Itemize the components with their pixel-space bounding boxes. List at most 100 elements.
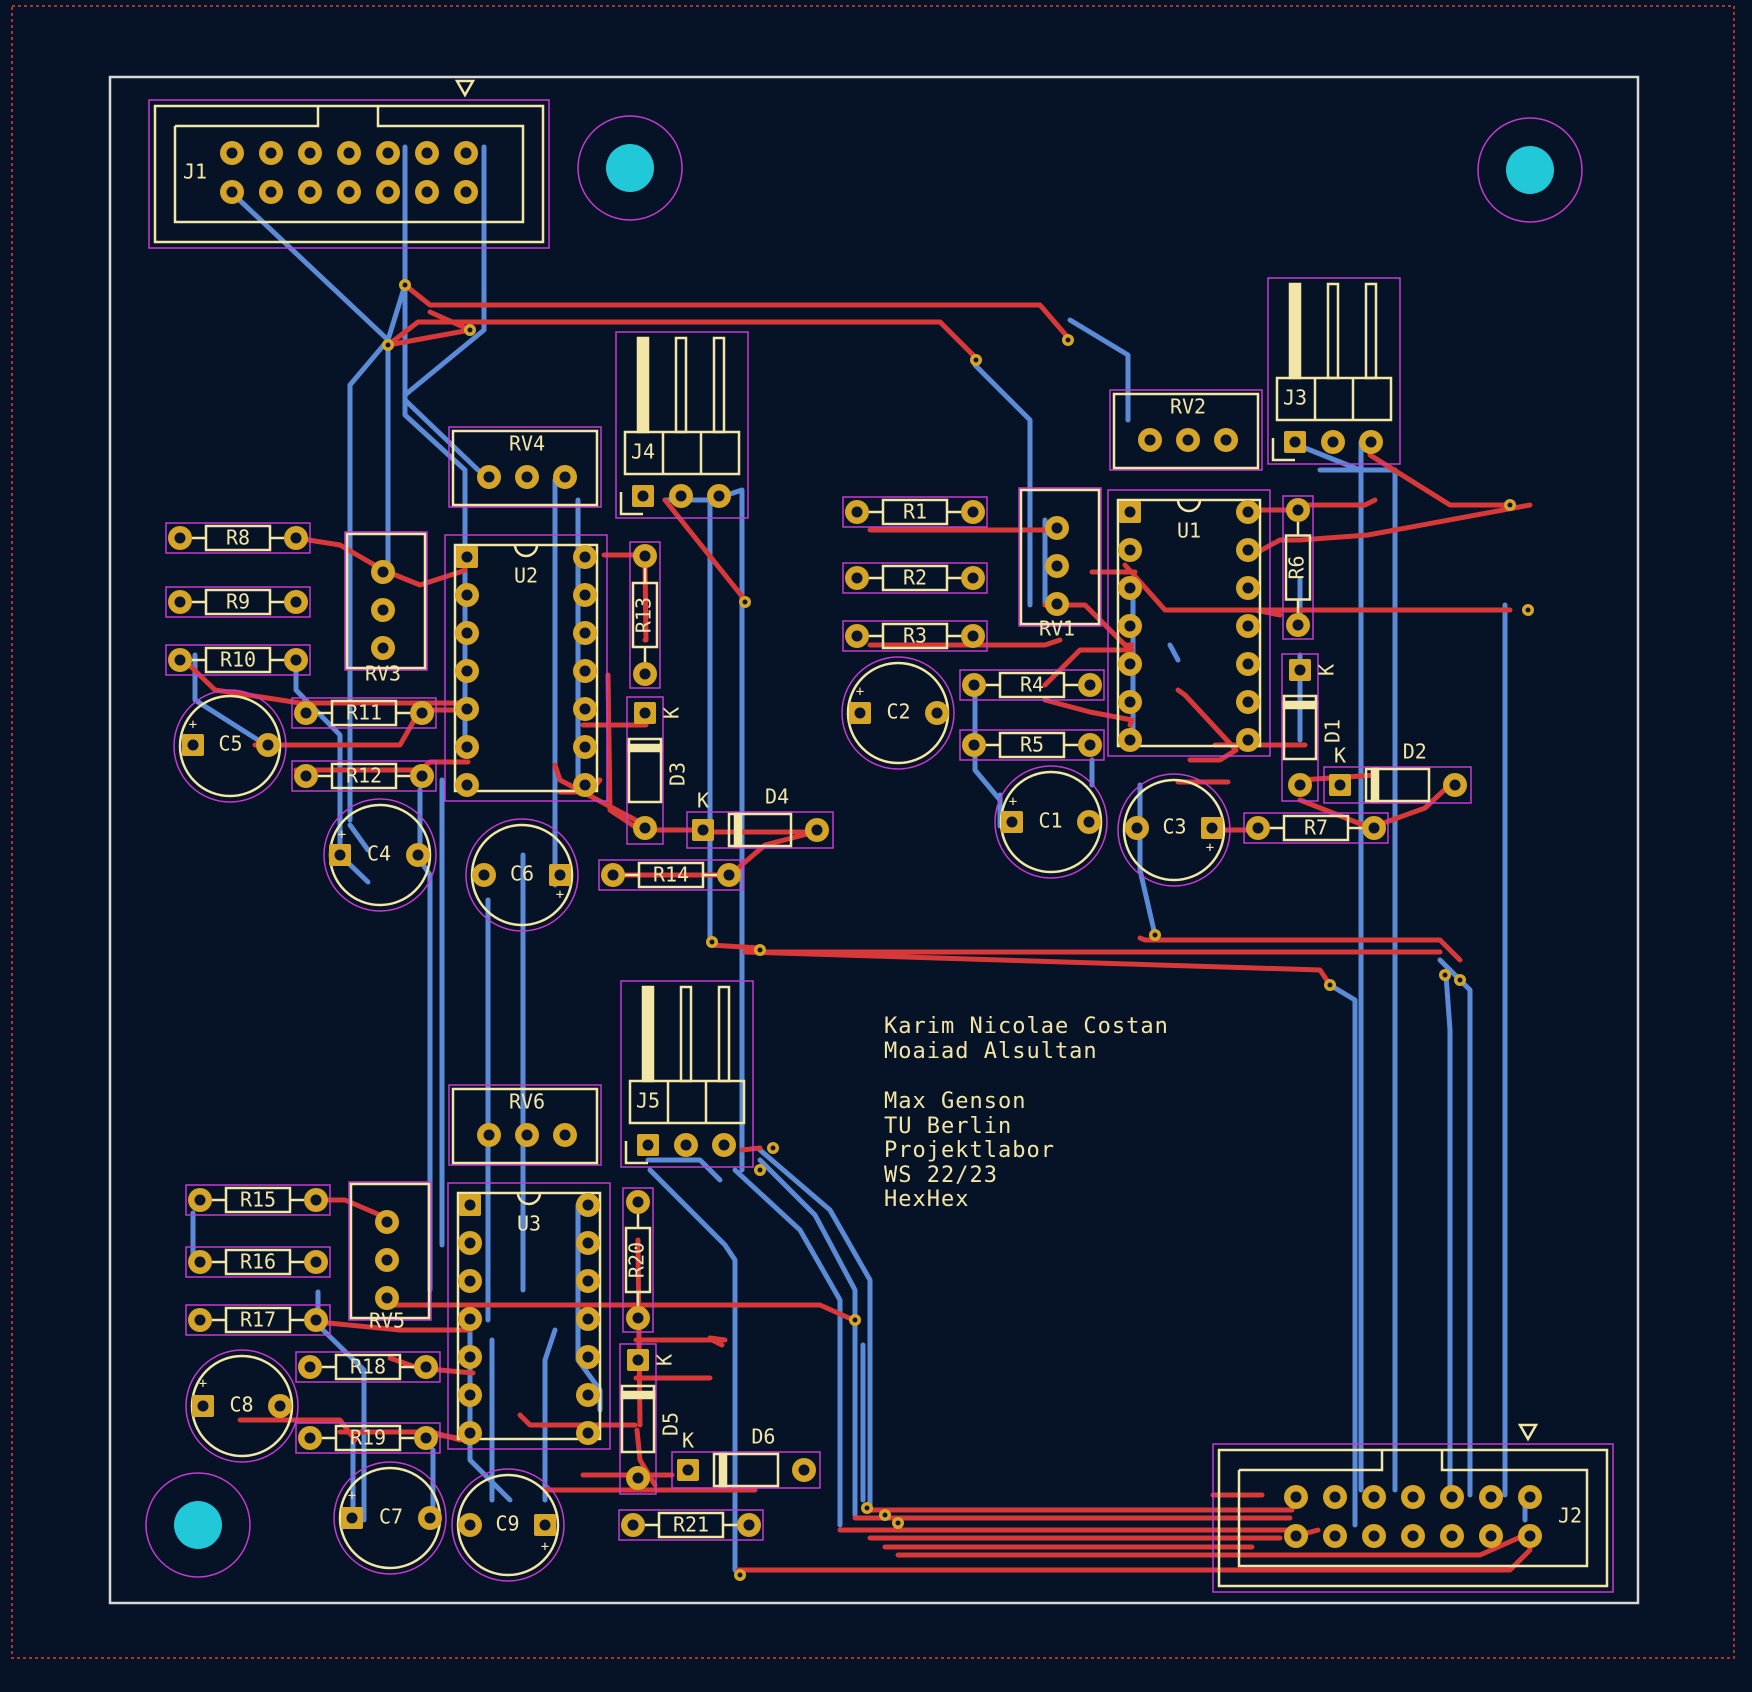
r6-pad [1286, 498, 1310, 522]
rv6-label: RV6 [509, 1090, 545, 1114]
top-trace [1297, 502, 1533, 543]
courtyard [842, 496, 988, 528]
bottom-copper-layer [190, 144, 1528, 1573]
c3-pad [1125, 816, 1149, 840]
pad [1479, 1485, 1503, 1509]
courtyard [291, 697, 437, 729]
silk-outline [998, 731, 1066, 759]
top-trace [385, 1302, 861, 1325]
via [1062, 334, 1074, 346]
silk-outline [1282, 814, 1350, 842]
r7-pad [1246, 816, 1270, 840]
via [892, 1517, 904, 1529]
courtyard [444, 534, 608, 802]
u2-pin [455, 773, 479, 797]
courtyard [185, 1184, 331, 1216]
r16-pad [304, 1250, 328, 1274]
courtyard [185, 1304, 331, 1336]
top-trace [385, 327, 473, 348]
c6-courtyard [465, 818, 579, 932]
silk-outline [657, 1511, 725, 1539]
u2-pin [455, 697, 479, 721]
bottom-trace [347, 822, 371, 853]
u3-pin [576, 1193, 600, 1217]
via [706, 936, 718, 948]
pad [1323, 1524, 1347, 1548]
courtyard [448, 426, 602, 508]
d1-label: D1 [1321, 719, 1345, 743]
pad [1214, 428, 1238, 452]
d3-cathode [634, 702, 656, 724]
silk-outline [334, 1353, 402, 1381]
c3-outline [1122, 778, 1226, 882]
pad [1440, 1485, 1464, 1509]
j1-label: J1 [183, 160, 207, 184]
via [1149, 929, 1161, 941]
pad [707, 484, 731, 508]
c6-label: C6 [510, 862, 534, 886]
j2-label: J2 [1558, 1504, 1582, 1528]
via [734, 1569, 746, 1581]
c2-pad [849, 702, 871, 724]
r2-pad [845, 566, 869, 590]
courtyard [671, 1451, 821, 1489]
r12-pad [294, 764, 318, 788]
c8-label: C8 [229, 1393, 253, 1417]
u1-pin [1236, 690, 1260, 714]
u2-label: U2 [514, 564, 538, 588]
rv2-label: RV2 [1170, 395, 1206, 419]
r2-pad [961, 566, 985, 590]
rv4-label: RV4 [509, 432, 545, 456]
u3-pin [458, 1269, 482, 1293]
courtyard [165, 644, 311, 676]
pad [220, 180, 244, 204]
top-trace [1477, 1532, 1528, 1558]
d3-anode [633, 816, 657, 840]
r4-pad [1078, 673, 1102, 697]
bottom-trace [1167, 642, 1181, 663]
r14-pad [601, 863, 625, 887]
c7-courtyard [333, 1461, 447, 1575]
silk-outline [224, 1186, 292, 1214]
c4-pad [406, 843, 430, 867]
u1-pin [1118, 614, 1142, 638]
u3-pin [576, 1307, 600, 1331]
r10-label: R10 [220, 648, 256, 672]
top-trace [867, 637, 1063, 648]
r21-pad [737, 1513, 761, 1537]
via [849, 1314, 861, 1326]
r5-label: R5 [1020, 733, 1044, 757]
courtyard [165, 522, 311, 554]
silk-outline [224, 1306, 292, 1334]
silk-outline [1364, 767, 1431, 803]
u3-pin [576, 1269, 600, 1293]
silk-outline [637, 861, 705, 889]
u2-pin [455, 735, 479, 759]
pad [1440, 1524, 1464, 1548]
pad [1138, 428, 1162, 452]
u1-pin [1118, 690, 1142, 714]
d2-cathode-label: K [1334, 744, 1346, 768]
pad [1323, 1485, 1347, 1509]
via [861, 1502, 873, 1514]
c5-pad [182, 734, 204, 756]
pad [1362, 1485, 1386, 1509]
c3-pad [1201, 817, 1223, 839]
d2-cathode [1329, 774, 1351, 796]
j4-label: J4 [631, 440, 655, 464]
pad [375, 1210, 399, 1234]
pad [477, 1123, 501, 1147]
u3-pin [459, 1194, 481, 1216]
r15-pad [304, 1188, 328, 1212]
pad [454, 141, 478, 165]
r11-pad [294, 701, 318, 725]
pad [674, 1133, 698, 1157]
silk-outline [881, 622, 949, 650]
silk-outline [334, 1424, 402, 1452]
u3-pin [458, 1345, 482, 1369]
via [739, 596, 751, 608]
courtyard [1212, 1443, 1614, 1593]
r19-pad [298, 1426, 322, 1450]
u1-pin [1118, 652, 1142, 676]
c1-plus-label: + [1009, 794, 1017, 810]
